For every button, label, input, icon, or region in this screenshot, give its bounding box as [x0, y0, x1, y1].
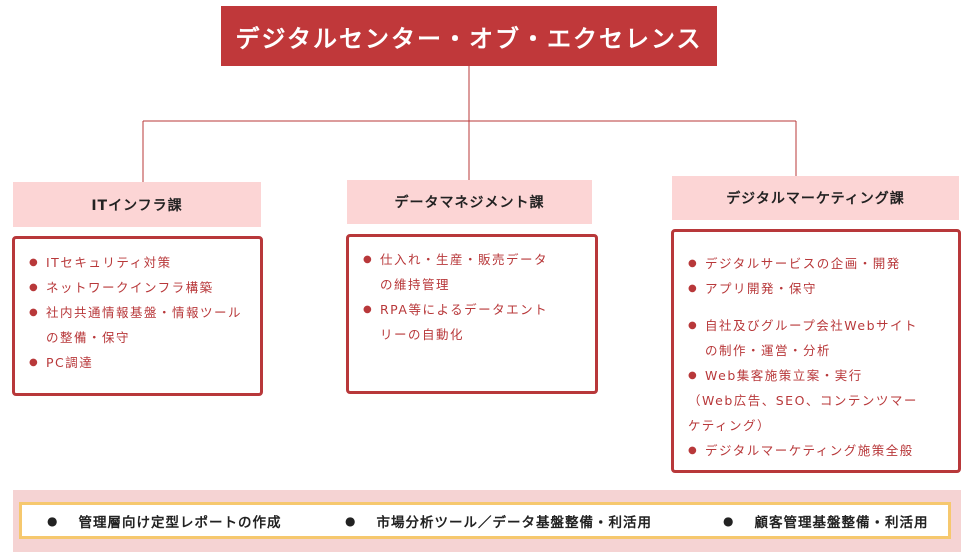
- list-item: RPA等によるデータエント: [363, 297, 595, 322]
- list-item: の整備・保守: [46, 330, 131, 345]
- shared-service-label: 市場分析ツール／データ基盤整備・利活用: [376, 514, 652, 531]
- dept-header-it-infra: ITインフラ課: [13, 182, 261, 227]
- list-item: デジタルサービスの企画・開発: [688, 251, 958, 276]
- bullet-icon: ●: [47, 513, 59, 528]
- list-item: アプリ開発・保守: [688, 276, 958, 301]
- list-item: （Web広告、SEO、コンテンツマー: [688, 393, 918, 408]
- list-item: デジタルマーケティング施策全般: [688, 438, 958, 463]
- shared-services-box: ● 管理層向け定型レポートの作成 ● 市場分析ツール／データ基盤整備・利活用 ●…: [19, 502, 951, 539]
- list-item: 社内共通情報基盤・情報ツール: [29, 300, 260, 325]
- list-item: リーの自動化: [380, 327, 465, 342]
- bullet-icon: ●: [345, 513, 357, 528]
- bullet-icon: ●: [723, 513, 735, 528]
- list-item: Web集客施策立案・実行: [688, 363, 958, 388]
- list-item: PC調達: [29, 350, 260, 375]
- list-item: の維持管理: [380, 277, 451, 292]
- dept-box-it-infra: ITセキュリティ対策 ネットワークインフラ構築 社内共通情報基盤・情報ツール の…: [12, 236, 263, 396]
- org-title: デジタルセンター・オブ・エクセレンス: [221, 6, 717, 66]
- shared-service-analytics: ● 市場分析ツール／データ基盤整備・利活用: [345, 505, 652, 536]
- list-item: ネットワークインフラ構築: [29, 275, 260, 300]
- dept-header-data-management: データマネジメント課: [347, 180, 592, 224]
- list-item: 仕入れ・生産・販売データ: [363, 247, 595, 272]
- shared-service-reporting: ● 管理層向け定型レポートの作成: [47, 505, 281, 536]
- dept-box-data-management: 仕入れ・生産・販売データ の維持管理 RPA等によるデータエント リーの自動化: [346, 234, 598, 394]
- shared-service-label: 顧客管理基盤整備・利活用: [754, 514, 929, 531]
- shared-service-label: 管理層向け定型レポートの作成: [78, 514, 282, 531]
- shared-service-crm: ● 顧客管理基盤整備・利活用: [723, 505, 928, 536]
- dept-header-digital-marketing: デジタルマーケティング課: [672, 176, 959, 220]
- list-item: 自社及びグループ会社Webサイト: [688, 313, 958, 338]
- list-item: ITセキュリティ対策: [29, 250, 260, 275]
- list-item: の制作・運営・分析: [705, 343, 832, 358]
- dept-box-digital-marketing: デジタルサービスの企画・開発 アプリ開発・保守 自社及びグループ会社Webサイト…: [671, 229, 961, 473]
- list-item: ケティング）: [688, 418, 772, 433]
